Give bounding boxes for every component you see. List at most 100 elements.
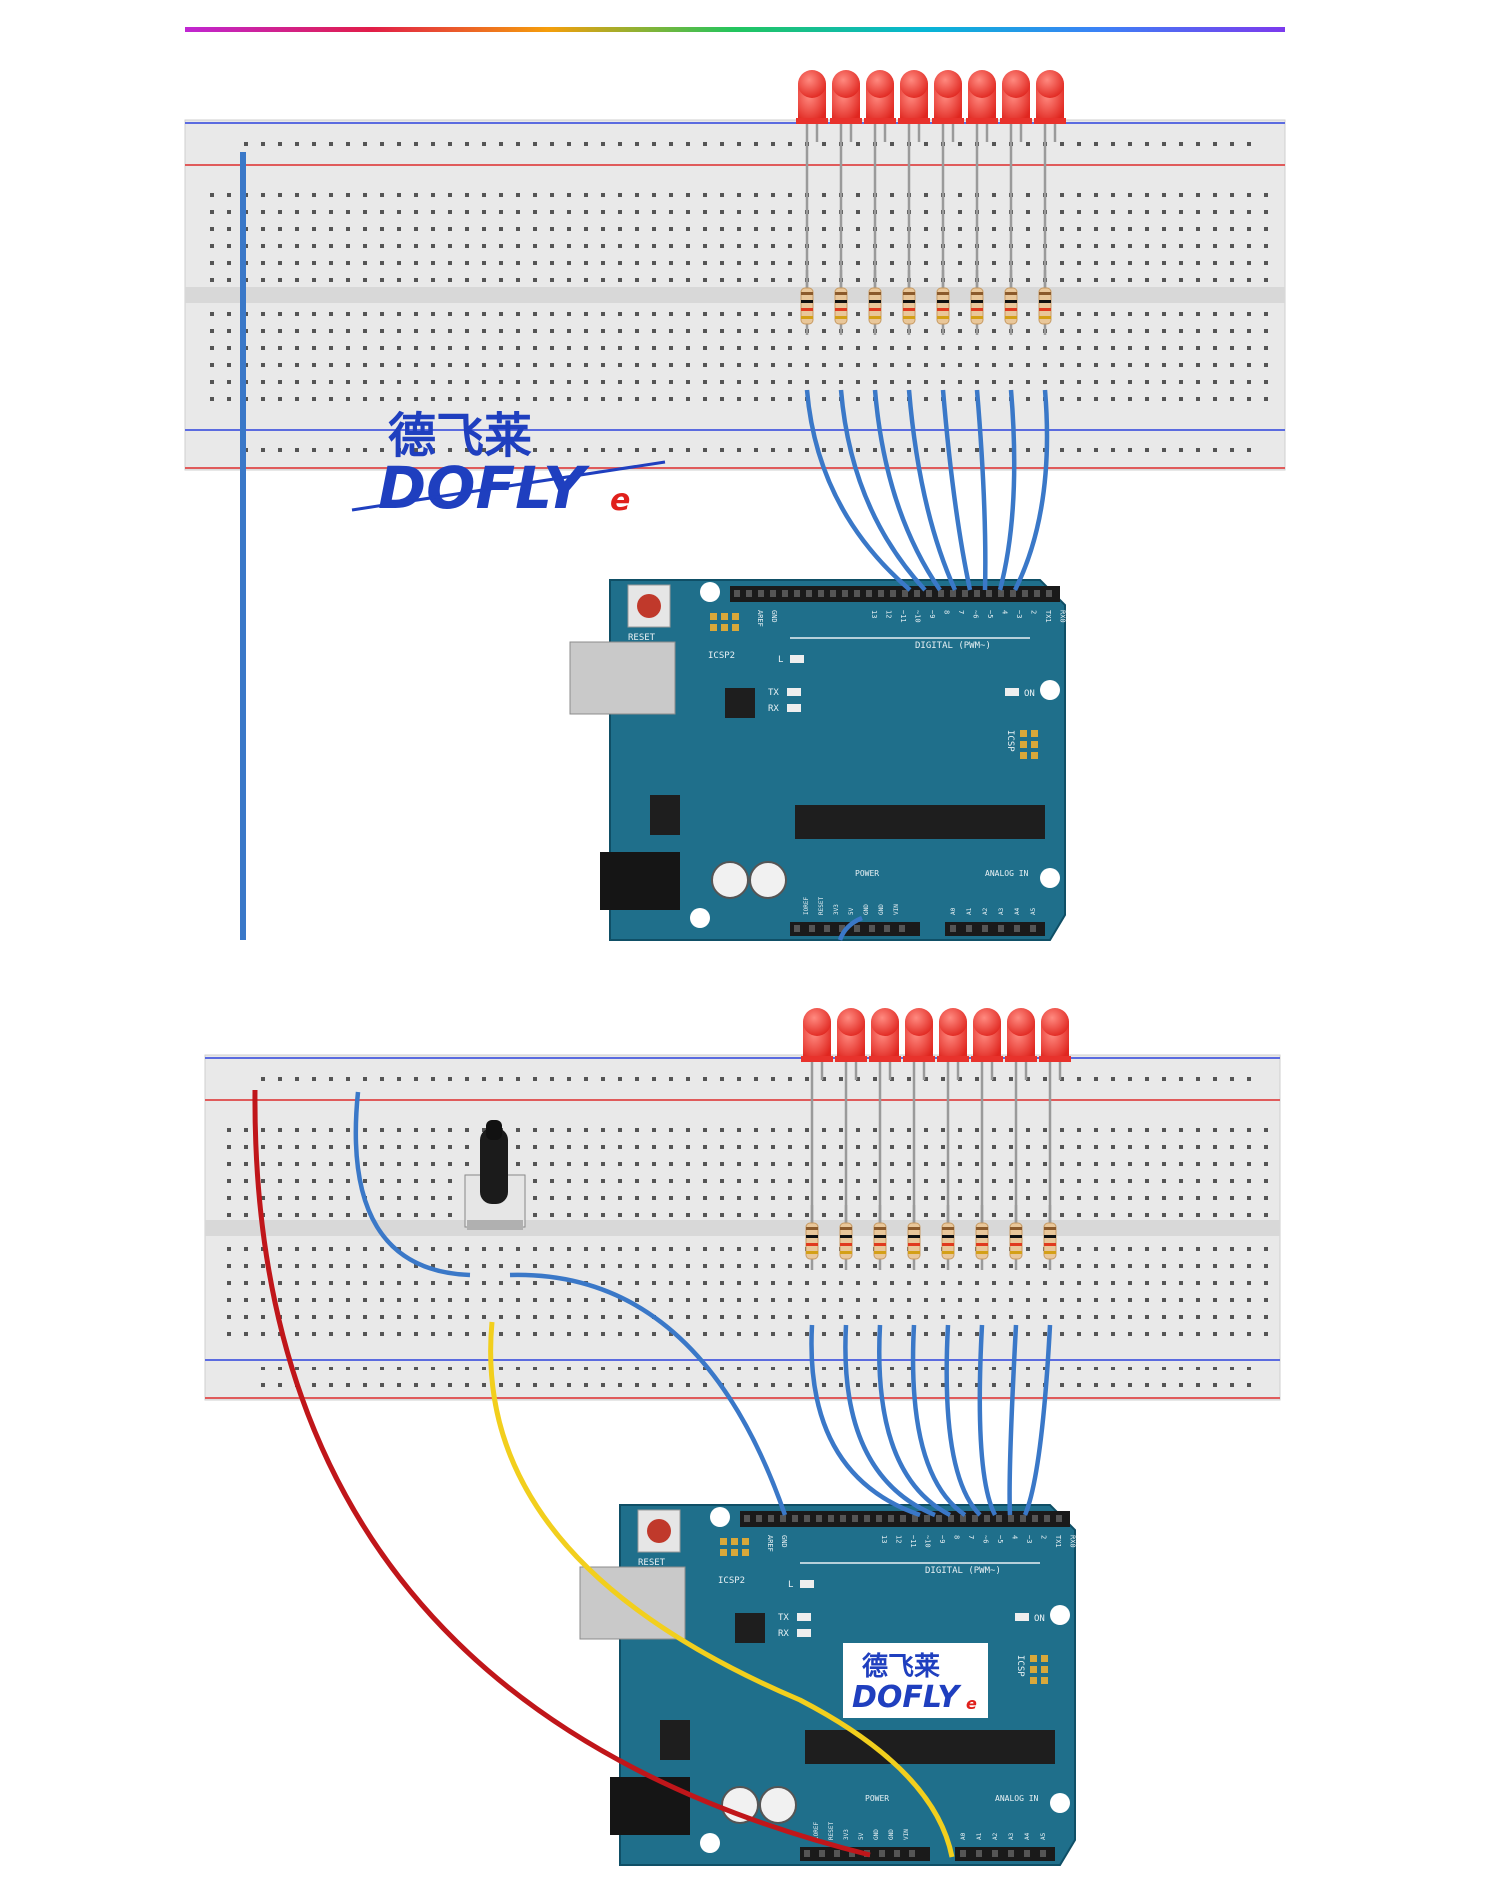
resistor-band — [976, 1251, 988, 1254]
header-pin — [794, 590, 800, 597]
header-pin — [998, 590, 1004, 597]
icsp2-pin — [710, 613, 717, 620]
on-led — [1005, 688, 1019, 696]
resistor-band — [971, 292, 983, 295]
resistor-band — [937, 308, 949, 311]
resistor-band — [976, 1243, 988, 1246]
resistor-band — [937, 300, 949, 303]
icsp-label: ICSP — [1015, 1655, 1025, 1677]
regulator — [650, 795, 680, 835]
header-pin — [869, 925, 875, 932]
power-pin-label: GND — [873, 1829, 880, 1840]
resistor-body — [941, 1222, 955, 1260]
header-pin — [809, 925, 815, 932]
resistor-band — [1010, 1235, 1022, 1238]
led — [869, 1008, 901, 1062]
resistor-band — [1044, 1251, 1056, 1254]
header-pin — [894, 1850, 900, 1857]
on-label: ON — [1024, 689, 1035, 699]
header-pin — [1008, 1850, 1014, 1857]
analog-label: ANALOG IN — [995, 1794, 1039, 1803]
board-brand-suffix: e — [966, 1694, 977, 1713]
board-brand-chinese: 德飞莱 — [862, 1652, 940, 1682]
resistor-band — [801, 316, 813, 319]
led-rim — [937, 1056, 969, 1062]
resistor-body — [1038, 287, 1052, 325]
header-pin — [902, 590, 908, 597]
resistor-band — [903, 292, 915, 295]
header-pin — [960, 1515, 966, 1522]
resistor-band — [908, 1235, 920, 1238]
digital-pin-label: 13 — [880, 1535, 888, 1543]
header-pin — [816, 1515, 822, 1522]
header-pin — [986, 590, 992, 597]
header-pin — [876, 1515, 882, 1522]
resistor-band — [976, 1227, 988, 1230]
resistor — [805, 1205, 819, 1270]
led-wire — [1007, 1324, 1019, 1516]
resistor-band — [942, 1243, 954, 1246]
led-wire — [843, 1324, 936, 1518]
led-dome — [1036, 70, 1064, 98]
resistor-band — [869, 300, 881, 303]
led-dome — [871, 1008, 899, 1036]
resistor-band — [937, 292, 949, 295]
digital-pin-label: ~9 — [928, 610, 936, 618]
led-dome — [905, 1008, 933, 1036]
mount-hole — [700, 582, 720, 602]
led-rim — [1000, 118, 1032, 124]
digital-pin-label: 7 — [967, 1535, 975, 1539]
led-dome — [803, 1008, 831, 1036]
led-dome — [798, 70, 826, 98]
digital-pin-label: ~3 — [1025, 1535, 1033, 1543]
header-pin — [1040, 1850, 1046, 1857]
digital-pin-label: ~11 — [899, 610, 907, 623]
digital-pin-label: 12 — [885, 610, 893, 618]
mount-hole — [1040, 868, 1060, 888]
resistor-band — [908, 1251, 920, 1254]
icsp-pin — [1041, 1666, 1048, 1673]
icsp2-pin — [732, 613, 739, 620]
resistor-body — [800, 287, 814, 325]
resistor-band — [806, 1227, 818, 1230]
header-pin — [926, 590, 932, 597]
resistor — [936, 270, 950, 335]
resistor-band — [1005, 292, 1017, 295]
icsp-label: ICSP — [1005, 730, 1015, 752]
header-pin — [878, 590, 884, 597]
header-pin — [830, 590, 836, 597]
led — [801, 1008, 833, 1062]
resistor-band — [942, 1235, 954, 1238]
header-pin — [1044, 1515, 1050, 1522]
led-wire — [1022, 1324, 1053, 1516]
resistor — [873, 1205, 887, 1270]
power-pin-label: RESET — [828, 1822, 835, 1840]
resistor — [907, 1205, 921, 1270]
resistor-band — [1005, 316, 1017, 319]
resistor — [975, 1205, 989, 1270]
header-pin — [884, 925, 890, 932]
icsp2-pin — [731, 1549, 738, 1556]
led-wires — [804, 389, 1050, 941]
breadboard — [204, 1054, 1281, 1401]
reset-button — [647, 1519, 671, 1543]
icsp-pin — [1041, 1677, 1048, 1684]
digital-label: DIGITAL (PWM~) — [915, 641, 991, 651]
analog-pin-label: A4 — [1014, 907, 1021, 915]
led — [966, 70, 998, 124]
resistor-band — [806, 1235, 818, 1238]
header-pin — [909, 1850, 915, 1857]
resistor-band — [908, 1227, 920, 1230]
tx-led — [787, 688, 801, 696]
gnd-wire — [837, 915, 863, 941]
power-pin-label: 5V — [848, 907, 855, 915]
header-pin — [912, 1515, 918, 1522]
pot-signal-wire — [509, 1272, 788, 1516]
digital-pin-label: ~10 — [924, 1535, 932, 1548]
resistor-band — [1005, 308, 1017, 311]
power-pin-label: RESET — [818, 897, 825, 915]
header-pin — [899, 925, 905, 932]
led-rim — [869, 1056, 901, 1062]
mount-hole — [700, 1833, 720, 1853]
